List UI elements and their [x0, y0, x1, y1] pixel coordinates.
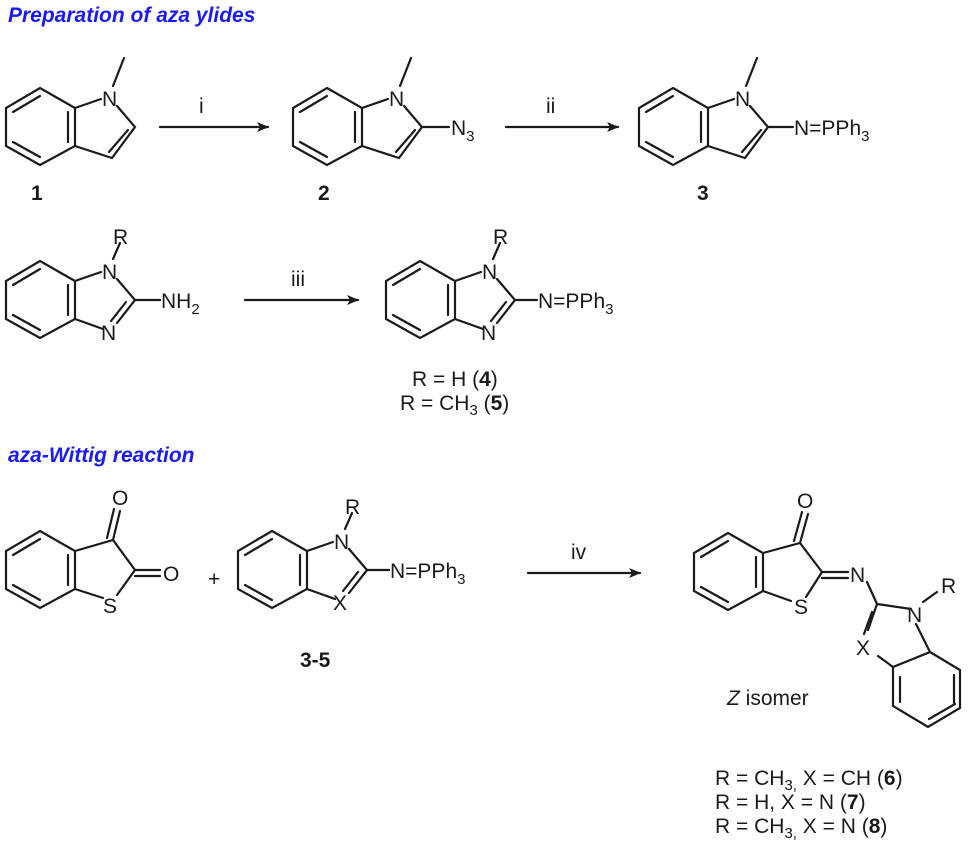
- reagent-label-iii: iii: [291, 268, 305, 291]
- molecule-2: N N3: [291, 56, 475, 167]
- azide-group: N3: [451, 117, 475, 145]
- atom-o: O: [112, 487, 128, 510]
- atom-n: N: [481, 322, 496, 345]
- atom-s: S: [794, 596, 808, 619]
- atom-n: N: [389, 88, 404, 111]
- plus-sign: +: [208, 568, 220, 591]
- compound-label-1: 1: [31, 182, 43, 205]
- reagent-label-i: i: [199, 95, 204, 118]
- compound-label-3: 3: [697, 182, 709, 205]
- atom-r: R: [493, 226, 508, 249]
- iminophosphorane-group: N=PPh3: [538, 290, 613, 318]
- atom-r: R: [345, 496, 360, 519]
- section-title-aza-wittig: aza-Wittig reaction: [8, 444, 195, 467]
- atom-o: O: [797, 490, 813, 513]
- iminophosphorane-group: N=PPh3: [390, 560, 465, 588]
- atom-x: X: [333, 592, 347, 615]
- legend-8: R = CH3, X = N (8): [715, 815, 887, 842]
- atom-r: R: [113, 226, 128, 249]
- atom-x: X: [856, 637, 870, 660]
- atom-imine-n: N: [850, 564, 865, 587]
- atom-n: N: [907, 604, 922, 627]
- molecule-4-5: N N R N=PPh3: [384, 226, 613, 345]
- reagent-label-iv: iv: [571, 541, 587, 564]
- legend-4: R = H (4): [412, 368, 498, 391]
- atom-n: N: [102, 261, 117, 284]
- reagent-label-ii: ii: [546, 95, 555, 118]
- atom-n: N: [102, 88, 117, 111]
- legend-5: R = CH3 (5): [400, 392, 509, 419]
- molecule-product-6-8: O N S N R X: [692, 490, 962, 729]
- molecule-aminobenzimidazole: N N R NH2: [4, 226, 200, 345]
- atom-o: O: [163, 563, 179, 586]
- atom-n: N: [735, 88, 750, 111]
- molecule-3-5: N X R N=PPh3: [236, 496, 465, 615]
- isomer-label: Z isomer: [726, 687, 809, 710]
- iminophosphorane-group: N=PPh3: [794, 117, 869, 145]
- atom-r: R: [941, 575, 956, 598]
- legend-7: R = H, X = N (7): [715, 791, 866, 814]
- atom-s: S: [103, 595, 117, 618]
- atom-n: N: [334, 531, 349, 554]
- molecule-benzothiophenedione: O O S: [4, 487, 179, 618]
- atom-n: N: [482, 261, 497, 284]
- molecule-3: N N=PPh3: [637, 56, 869, 167]
- section-title-preparation: Preparation of aza ylides: [8, 4, 255, 27]
- compound-label-3-5: 3-5: [300, 649, 331, 672]
- atom-n: N: [101, 322, 116, 345]
- molecule-1: N: [4, 56, 137, 167]
- compound-label-2: 2: [318, 182, 330, 205]
- legend-6: R = CH3, X = CH (6): [715, 767, 903, 794]
- amino-group: NH2: [161, 290, 200, 318]
